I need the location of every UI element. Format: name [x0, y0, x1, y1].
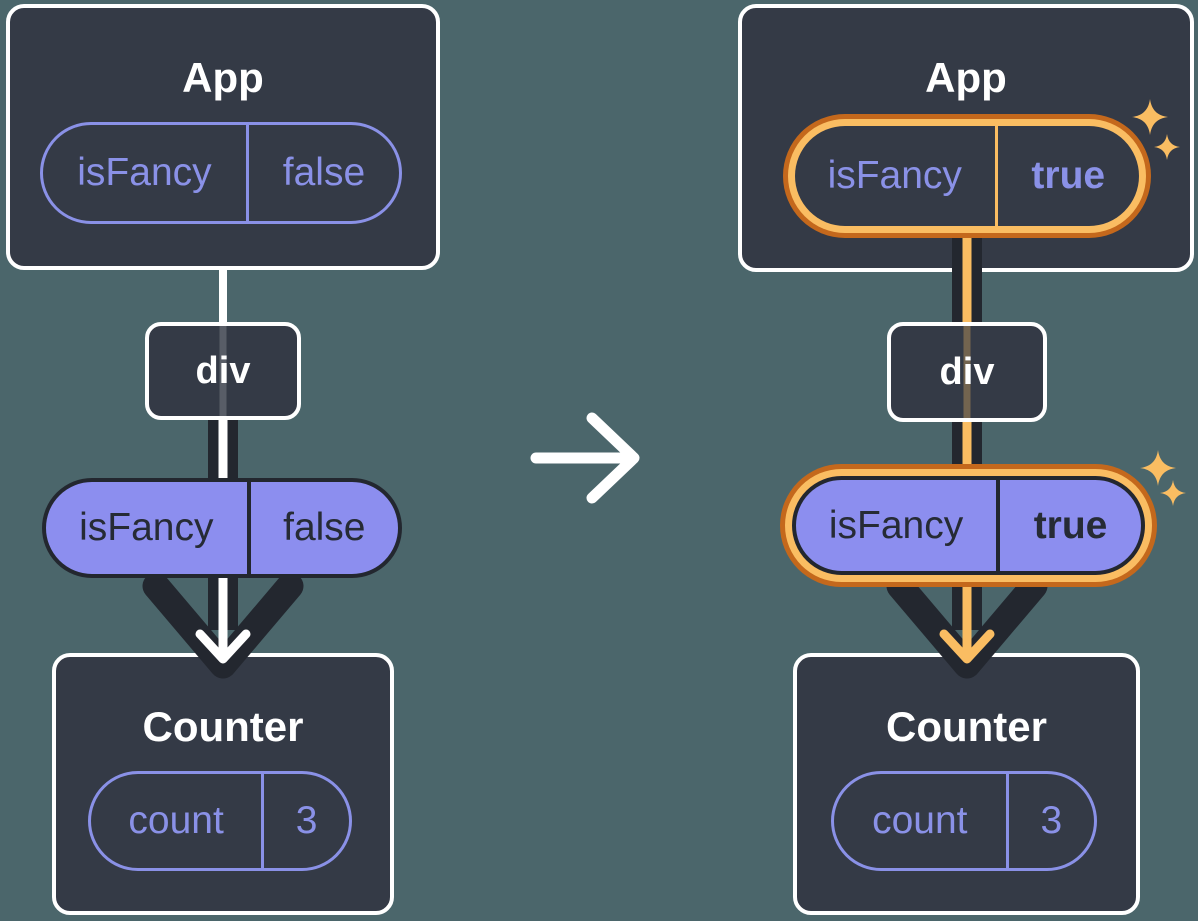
left-app-prop-pill: isFancy false: [40, 122, 402, 224]
sparkle-icon: [1154, 134, 1180, 160]
left-app-title: App: [182, 54, 264, 101]
sparkle-icon: [1132, 99, 1168, 135]
prop-value: true: [996, 480, 1141, 571]
left-counter-state-pill: count 3: [88, 771, 352, 871]
prop-name: isFancy: [828, 503, 964, 547]
left-counter-title: Counter: [142, 703, 304, 750]
prop-name: isFancy: [77, 151, 212, 194]
right-passed-prop-pill-highlighted: isFancy true: [780, 464, 1157, 587]
arrow-right-icon: [530, 412, 640, 504]
prop-value: false: [245, 125, 399, 221]
prop-name: isFancy: [79, 506, 214, 549]
state-name: count: [128, 799, 224, 842]
left-div-label: div: [195, 349, 251, 392]
right-div-label: div: [939, 350, 995, 393]
right-prop-line-through-div: [963, 326, 971, 418]
prop-value: false: [246, 482, 398, 574]
left-div-element-box: div: [145, 322, 301, 420]
right-app-prop-pill-highlighted: isFancy true: [783, 114, 1151, 238]
right-app-title: App: [925, 54, 1007, 101]
right-counter-title: Counter: [886, 703, 1047, 750]
prop-name: isFancy: [827, 154, 962, 197]
highlight-ring: isFancy true: [783, 114, 1151, 238]
left-render-tree-connector: [219, 266, 227, 328]
state-value: 3: [261, 774, 349, 868]
left-prop-line-through-div: [219, 326, 227, 416]
right-div-element-box: div: [887, 322, 1047, 422]
sparkle-icon: [1140, 450, 1176, 486]
state-name: count: [872, 799, 968, 842]
state-value: 3: [1005, 774, 1094, 868]
prop-value: true: [994, 126, 1139, 226]
sparkle-icon: [1160, 480, 1186, 506]
left-passed-prop-pill: isFancy false: [42, 478, 402, 578]
right-counter-state-pill: count 3: [831, 771, 1097, 871]
highlight-ring: isFancy true: [780, 464, 1157, 587]
